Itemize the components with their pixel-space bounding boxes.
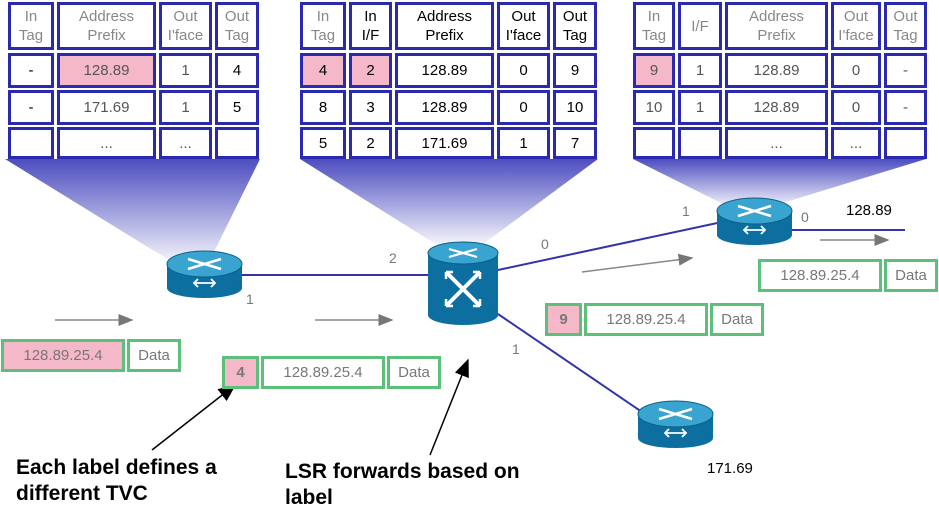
left-table-cell: -	[8, 90, 54, 125]
flow-arrow-3	[581, 253, 694, 273]
right-table-cell: ...	[831, 127, 881, 159]
left-table-cell: -	[8, 53, 54, 88]
router-icon-left	[166, 250, 243, 298]
right-table-cell: 128.89	[725, 53, 828, 88]
packet-data: Data	[127, 339, 181, 372]
right-table-cell: 128.89	[725, 90, 828, 125]
packet-tag: 9	[545, 303, 582, 336]
port-label-left-1: 1	[246, 291, 254, 307]
port-label-center-1: 1	[512, 341, 520, 357]
left-table-header-out-tag: Out Tag	[215, 2, 259, 50]
packet-data: Data	[884, 259, 938, 292]
left-table-header-address-prefix: Address Prefix	[57, 2, 156, 50]
link-center-right	[497, 221, 723, 271]
note-left-pointer	[151, 384, 237, 451]
center-table-cell: 171.69	[395, 127, 494, 159]
center-table-header-in-tag: In Tag	[300, 2, 346, 50]
center-table-cell: 128.89	[395, 90, 494, 125]
right-table-cell: -	[884, 53, 927, 88]
right-table-header-out-iface: Out I'face	[831, 2, 881, 50]
packet-address: 128.89.25.4	[1, 339, 125, 372]
right-table-cell: 0	[831, 90, 881, 125]
right-table-cell	[678, 127, 722, 159]
right-table-cell: 10	[633, 90, 675, 125]
right-table-header-if: I/F	[678, 2, 722, 50]
right-table-cell: 1	[678, 90, 722, 125]
left-table-cell: 1	[159, 53, 212, 88]
router-icon-right	[716, 197, 793, 245]
note-lsr-forwards-based-on-label: LSR forwards based on label	[285, 460, 520, 509]
left-table-cell: 171.69	[57, 90, 156, 125]
left-table-cell: 128.89	[57, 53, 156, 88]
left-table-cell: 5	[215, 90, 259, 125]
right-table-cell: -	[884, 90, 927, 125]
packet-data: Data	[710, 303, 764, 336]
center-table-header-in-if: In I/F	[349, 2, 392, 50]
center-table-cell: 10	[553, 90, 597, 125]
left-table-cell: 4	[215, 53, 259, 88]
link-center-bottom	[497, 313, 643, 413]
packet-tag: 4	[222, 356, 259, 389]
packet-address: 128.89.25.4	[261, 356, 385, 389]
center-table-header-address-prefix: Address Prefix	[395, 2, 494, 50]
port-label-center-0: 0	[541, 236, 549, 252]
left-table-projection	[5, 159, 260, 270]
port-label-right-0: 0	[801, 209, 809, 225]
packet-data: Data	[387, 356, 441, 389]
center-table-cell: 2	[349, 53, 392, 88]
right-table-cell	[884, 127, 927, 159]
center-table-projection	[300, 159, 598, 250]
right-table-header-address-prefix: Address Prefix	[725, 2, 828, 50]
packet-address: 128.89.25.4	[584, 303, 708, 336]
right-table-cell: 0	[831, 53, 881, 88]
left-table-header-in-tag: In Tag	[8, 2, 54, 50]
center-table-cell: 4	[300, 53, 346, 88]
center-table-header-out-tag: Out Tag	[553, 2, 597, 50]
port-label-center-2: 2	[389, 250, 397, 266]
center-table-cell: 2	[349, 127, 392, 159]
center-table-cell: 7	[553, 127, 597, 159]
center-table-cell: 0	[497, 53, 550, 88]
right-table-projection	[633, 159, 926, 210]
destination-171-69: 171.69	[707, 460, 753, 477]
lsr-switch-icon-center	[427, 241, 499, 325]
center-table-cell: 5	[300, 127, 346, 159]
center-table-cell: 9	[553, 53, 597, 88]
left-table-cell	[215, 127, 259, 159]
center-table-header-out-iface: Out I'face	[497, 2, 550, 50]
center-table-cell: 3	[349, 90, 392, 125]
center-table-cell: 8	[300, 90, 346, 125]
router-icon-bottom-right	[637, 400, 714, 448]
left-table-header-out-iface: Out I'face	[159, 2, 212, 50]
left-table-cell: ...	[57, 127, 156, 159]
packet-address: 128.89.25.4	[758, 259, 882, 292]
right-table-cell	[633, 127, 675, 159]
right-table-header-out-tag: Out Tag	[884, 2, 927, 50]
left-table-cell: 1	[159, 90, 212, 125]
note-center-pointer	[429, 358, 469, 456]
port-label-right-1: 1	[682, 203, 690, 219]
center-table-cell: 0	[497, 90, 550, 125]
right-table-cell: ...	[725, 127, 828, 159]
right-table-cell: 1	[678, 53, 722, 88]
note-each-label-defines-tvc: Each label defines a different TVC	[16, 456, 217, 505]
center-table-cell: 128.89	[395, 53, 494, 88]
left-table-cell	[8, 127, 54, 159]
destination-128-89: 128.89	[846, 202, 892, 219]
left-table-cell: ...	[159, 127, 212, 159]
center-table-cell: 1	[497, 127, 550, 159]
right-table-header-in-tag: In Tag	[633, 2, 675, 50]
right-table-cell: 9	[633, 53, 675, 88]
